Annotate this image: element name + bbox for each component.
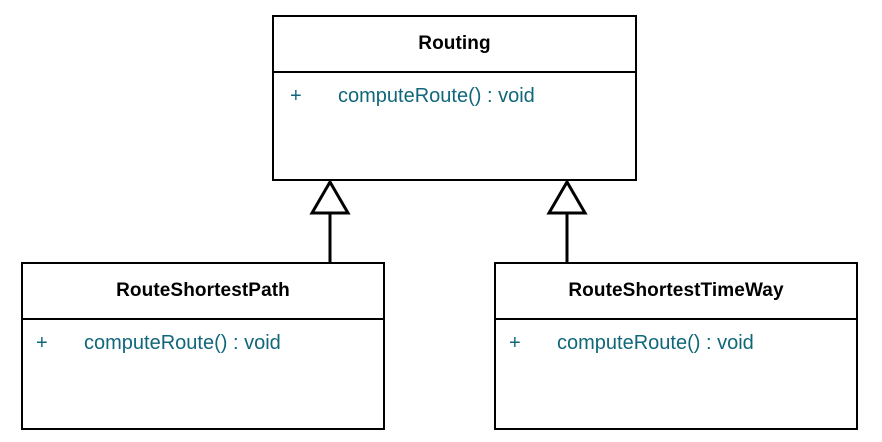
class-box-route-shortest-path[interactable]: RouteShortestPath + computeRoute() : voi…: [21, 262, 385, 430]
class-box-routing[interactable]: Routing + computeRoute() : void: [272, 15, 637, 181]
class-name-route-shortest-time-way: RouteShortestTimeWay: [568, 280, 784, 301]
member-signature: computeRoute() : void: [84, 332, 281, 354]
class-name-routing: Routing: [418, 33, 491, 54]
member-signature: computeRoute() : void: [557, 332, 754, 354]
class-member-route-shortest-time-way-compute-route: + computeRoute() : void: [509, 332, 754, 355]
class-member-routing-compute-route: + computeRoute() : void: [290, 85, 535, 108]
class-body-route-shortest-time-way: + computeRoute() : void: [496, 320, 856, 428]
class-header-route-shortest-path: RouteShortestPath: [23, 264, 383, 320]
member-visibility-icon: +: [36, 332, 48, 354]
generalization-triangle-route-shortest-path: [309, 179, 351, 215]
class-member-route-shortest-path-compute-route: + computeRoute() : void: [36, 332, 281, 355]
class-body-route-shortest-path: + computeRoute() : void: [23, 320, 383, 428]
class-header-route-shortest-time-way: RouteShortestTimeWay: [496, 264, 856, 320]
class-body-routing: + computeRoute() : void: [274, 73, 635, 179]
class-header-routing: Routing: [274, 17, 635, 73]
member-visibility-icon: +: [509, 332, 521, 354]
class-box-route-shortest-time-way[interactable]: RouteShortestTimeWay + computeRoute() : …: [494, 262, 858, 430]
member-signature: computeRoute() : void: [338, 85, 535, 107]
generalization-triangle-route-shortest-time-way: [546, 179, 588, 215]
class-name-route-shortest-path: RouteShortestPath: [116, 280, 290, 301]
member-visibility-icon: +: [290, 85, 302, 107]
